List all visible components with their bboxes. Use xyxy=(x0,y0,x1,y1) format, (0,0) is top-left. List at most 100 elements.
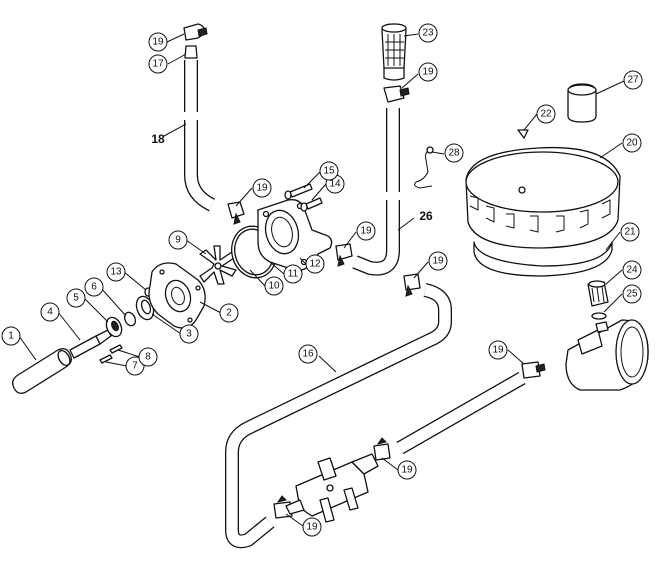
svg-text:1: 1 xyxy=(8,331,14,342)
svg-text:20: 20 xyxy=(626,138,638,149)
part-4-shaft xyxy=(69,329,112,359)
callout-8: 8 xyxy=(138,347,158,367)
callout-19-right: 19 xyxy=(488,340,508,360)
svg-text:21: 21 xyxy=(624,227,636,238)
callout-13: 13 xyxy=(106,262,126,282)
svg-text:26: 26 xyxy=(419,209,433,223)
svg-text:19: 19 xyxy=(432,256,444,267)
callout-7: 7 xyxy=(125,356,145,376)
callout-19-hose16-top: 19 xyxy=(428,251,448,271)
part-21-ring xyxy=(473,241,613,277)
part-3-seal xyxy=(135,295,155,321)
part-27-cap xyxy=(567,83,597,123)
hose-16 xyxy=(225,283,452,549)
svg-text:15: 15 xyxy=(323,166,335,177)
clamp-19-pump-right xyxy=(335,243,353,267)
clamp-19-top-middle xyxy=(383,85,410,103)
leader-lines xyxy=(18,33,625,527)
callout-3: 3 xyxy=(179,324,199,344)
part-23-filter xyxy=(381,23,407,81)
callout-20: 20 xyxy=(622,133,642,153)
svg-text:7: 7 xyxy=(132,361,138,372)
svg-text:3: 3 xyxy=(186,329,192,340)
svg-text:14: 14 xyxy=(329,179,341,190)
svg-text:5: 5 xyxy=(73,293,79,304)
callout-15: 15 xyxy=(319,161,339,181)
part-9-impeller xyxy=(199,245,237,285)
part-2-cover-plate xyxy=(148,262,206,329)
svg-text:13: 13 xyxy=(110,267,122,278)
hose-18 xyxy=(184,60,216,212)
svg-text:22: 22 xyxy=(540,109,552,120)
clamp-19-top-left xyxy=(183,23,208,41)
callout-19-top-middle: 19 xyxy=(418,62,438,82)
callout-19-top-left: 19 xyxy=(148,32,168,52)
callout-27: 27 xyxy=(623,70,643,90)
part-7-pin xyxy=(99,354,113,364)
clamp-19-hose16-top xyxy=(403,273,421,297)
callout-17: 17 xyxy=(148,54,168,74)
label-26: 26 xyxy=(419,209,433,223)
callout-21: 21 xyxy=(620,222,640,242)
part-8-pin xyxy=(109,344,123,354)
svg-text:19: 19 xyxy=(422,67,434,78)
clamp-19-valve-right xyxy=(373,437,391,461)
callout-5: 5 xyxy=(66,288,86,308)
callout-12: 12 xyxy=(305,254,325,274)
part-17-connector xyxy=(184,45,198,59)
part-24-cap xyxy=(587,280,609,307)
svg-text:19: 19 xyxy=(492,345,504,356)
svg-text:8: 8 xyxy=(145,352,151,363)
svg-text:19: 19 xyxy=(152,37,164,48)
part-20-tank-lid xyxy=(465,146,621,249)
part-28-clip xyxy=(414,146,434,189)
svg-text:6: 6 xyxy=(91,282,97,293)
part-1-cylinder xyxy=(12,348,72,394)
part-15-screw xyxy=(284,183,313,200)
svg-text:9: 9 xyxy=(175,235,181,246)
callout-16: 16 xyxy=(298,344,318,364)
svg-text:25: 25 xyxy=(626,289,638,300)
callout-11: 11 xyxy=(283,264,303,284)
svg-text:19: 19 xyxy=(306,522,318,533)
callout-28: 28 xyxy=(444,143,464,163)
callout-1: 1 xyxy=(1,326,21,346)
svg-text:2: 2 xyxy=(226,308,232,319)
svg-text:19: 19 xyxy=(360,226,372,237)
svg-text:4: 4 xyxy=(47,307,53,318)
svg-text:24: 24 xyxy=(626,265,638,276)
svg-text:18: 18 xyxy=(151,132,165,146)
callout-19-valve-right: 19 xyxy=(397,460,417,480)
callout-19-pump-left: 19 xyxy=(252,178,272,198)
svg-text:28: 28 xyxy=(448,148,460,159)
svg-text:19: 19 xyxy=(401,465,413,476)
part-25-washer xyxy=(591,312,607,320)
part-12-pump-housing xyxy=(257,199,333,271)
callout-2: 2 xyxy=(219,303,239,323)
svg-text:16: 16 xyxy=(302,349,314,360)
callout-22: 22 xyxy=(536,104,556,124)
part-6-washer xyxy=(123,311,137,327)
svg-text:19: 19 xyxy=(256,183,268,194)
svg-text:27: 27 xyxy=(627,75,639,86)
clamp-19-right xyxy=(521,361,546,379)
svg-text:11: 11 xyxy=(288,269,299,280)
callout-9: 9 xyxy=(168,230,188,250)
callout-19-valve-left: 19 xyxy=(302,517,322,537)
callout-19-pump-right: 19 xyxy=(356,221,376,241)
callout-10: 10 xyxy=(264,276,284,296)
callout-4: 4 xyxy=(40,302,60,322)
label-18: 18 xyxy=(151,132,165,146)
svg-text:12: 12 xyxy=(309,259,321,270)
hose-26 xyxy=(352,108,400,276)
clamp-19-pump-left xyxy=(227,201,245,225)
callout-25: 25 xyxy=(622,284,642,304)
callout-24: 24 xyxy=(622,260,642,280)
svg-text:17: 17 xyxy=(152,59,164,70)
svg-text:10: 10 xyxy=(268,281,280,292)
callout-6: 6 xyxy=(84,277,104,297)
hose-short xyxy=(396,371,526,455)
part-14-screw xyxy=(300,197,323,212)
pipe-fitting xyxy=(565,319,649,391)
